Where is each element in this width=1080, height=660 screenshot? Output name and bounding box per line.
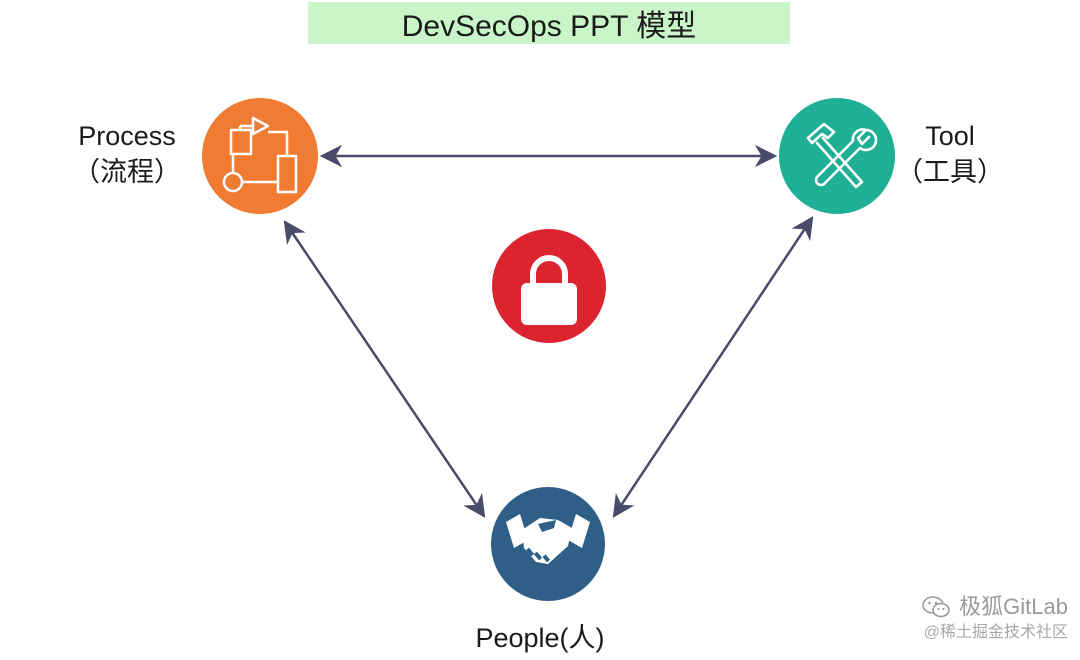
process-node (202, 98, 318, 214)
tool-node (779, 98, 895, 214)
arrow-process-people (283, 220, 486, 518)
tools-icon (806, 122, 878, 189)
security-node (492, 229, 606, 343)
people-label: People(人) (440, 620, 640, 656)
wechat-icon (922, 596, 950, 618)
people-node (491, 487, 605, 601)
tool-label-text: Tool (925, 121, 975, 151)
tool-label: Tool （工具） (880, 118, 1020, 190)
handshake-icon (506, 514, 590, 564)
tool-sublabel-text: （工具） (896, 157, 1004, 187)
lock-icon (521, 255, 577, 325)
watermark-brand: 极狐GitLab (959, 594, 1068, 619)
diagram-title: DevSecOps PPT 模型 (308, 2, 790, 44)
people-label-text: People(人) (475, 623, 605, 653)
process-label: Process （流程） (52, 118, 202, 190)
watermark-sub: @稀土掘金技术社区 (923, 624, 1068, 641)
process-label-text: Process (78, 121, 176, 151)
arrow-tool-people (612, 216, 814, 518)
process-sublabel-text: （流程） (73, 157, 181, 187)
workflow-icon (222, 116, 298, 194)
watermark: 极狐GitLab @稀土掘金技术社区 (921, 592, 1068, 644)
